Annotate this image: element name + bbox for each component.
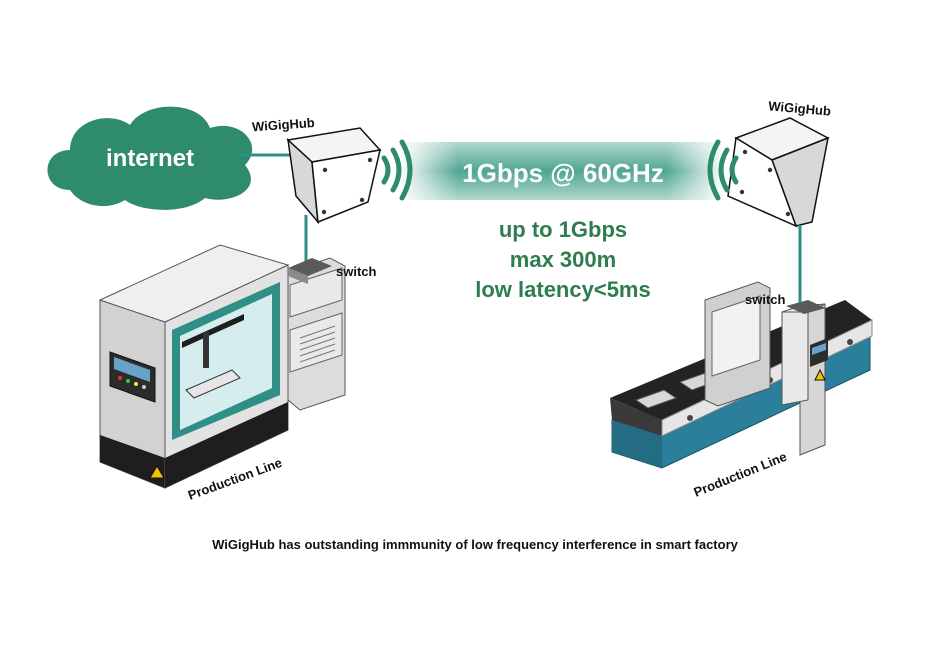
left-wigighub: WiGigHub: [252, 115, 382, 225]
right-conveyor: switch Production Line: [610, 281, 873, 500]
right-warning-icon: [814, 368, 826, 381]
left-signal-icon: [381, 139, 413, 201]
spec-throughput: up to 1Gbps: [499, 217, 627, 242]
right-wigighub: WiGigHub: [727, 98, 832, 228]
link-label: 1Gbps @ 60GHz: [462, 158, 664, 188]
spec-range: max 300m: [510, 247, 616, 272]
spec-list: up to 1Gbps max 300m low latency<5ms: [475, 217, 650, 302]
left-hub-label: WiGigHub: [252, 115, 316, 134]
internet-cloud: internet: [47, 106, 253, 210]
right-hub-label: WiGigHub: [768, 98, 832, 118]
diagram-caption: WiGigHub has outstanding immmunity of lo…: [212, 537, 738, 552]
cloud-label: internet: [106, 145, 194, 172]
right-production-label: Production Line: [692, 449, 789, 500]
right-signal-icon: [707, 139, 739, 201]
left-production-machine: switch Production Line: [98, 244, 377, 503]
wireless-link: 1Gbps @ 60GHz: [400, 142, 725, 200]
left-switch-label: switch: [336, 264, 377, 279]
left-warning-icon: [149, 465, 165, 479]
spec-latency: low latency<5ms: [475, 277, 650, 302]
right-switch-label: switch: [745, 292, 786, 307]
